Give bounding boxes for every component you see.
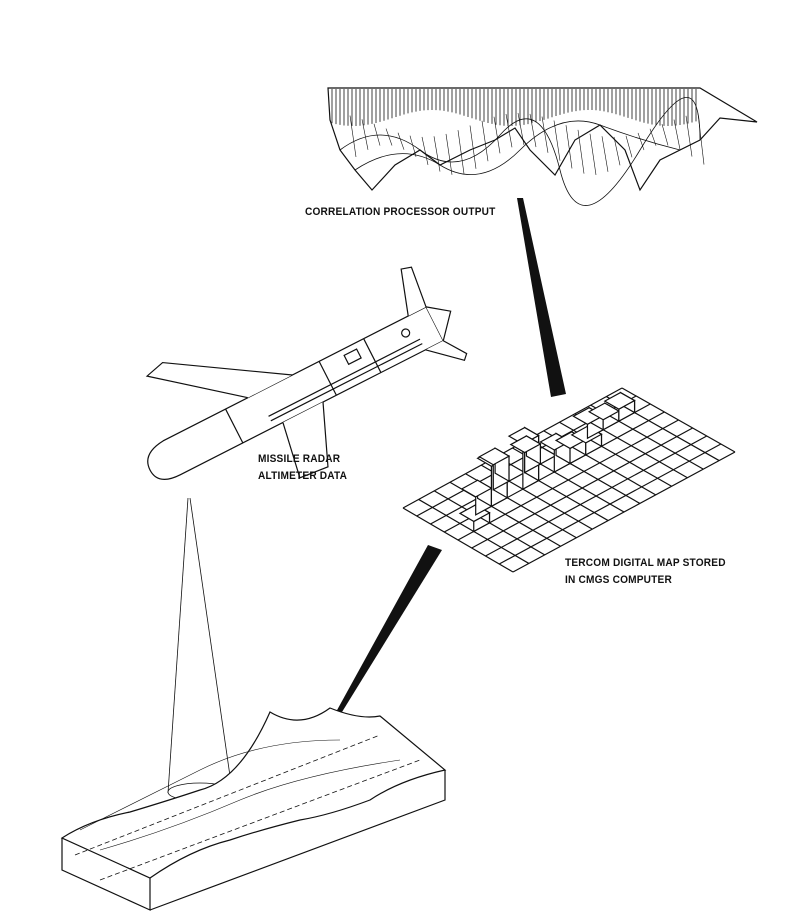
cmgs-computer-label: IN CMGS COMPUTER bbox=[565, 574, 672, 586]
mesh-line bbox=[553, 120, 561, 161]
mesh-line bbox=[613, 136, 621, 166]
mesh-line bbox=[541, 116, 549, 153]
grid-line bbox=[498, 443, 722, 565]
mesh-line bbox=[445, 133, 453, 175]
grid-line bbox=[485, 435, 708, 557]
mesh-line bbox=[649, 128, 657, 146]
radar-beam bbox=[167, 497, 233, 802]
missile-radar-label: MISSILE RADAR bbox=[258, 453, 341, 465]
mesh-line bbox=[673, 119, 681, 150]
grid-line bbox=[402, 387, 623, 509]
mesh-line bbox=[661, 124, 669, 146]
mesh-line bbox=[385, 128, 393, 146]
altimeter-data-label: ALTIMETER DATA bbox=[258, 470, 348, 482]
mesh-line bbox=[469, 125, 477, 169]
mesh-line bbox=[685, 115, 693, 157]
pointer-wedge-upper bbox=[517, 198, 566, 397]
mesh-line bbox=[361, 119, 369, 150]
mesh-line bbox=[529, 113, 537, 148]
mesh-line bbox=[397, 132, 405, 150]
grid-line bbox=[471, 427, 693, 549]
tercom-map-label: TERCOM DIGITAL MAP STORED bbox=[565, 557, 726, 569]
mesh-line bbox=[625, 135, 633, 158]
elevation-bar-top bbox=[603, 391, 636, 410]
correlation-processor-label: CORRELATION PROCESSOR OUTPUT bbox=[305, 206, 496, 218]
terrain-block bbox=[60, 707, 447, 911]
mesh-line bbox=[505, 113, 513, 148]
grid-line bbox=[457, 419, 679, 541]
mesh-line bbox=[697, 113, 705, 165]
mesh-line bbox=[589, 133, 597, 175]
mesh-line bbox=[517, 112, 525, 146]
mesh-line bbox=[493, 116, 501, 154]
elevation-bar-top bbox=[478, 447, 511, 466]
elevation-bar-top bbox=[509, 435, 542, 454]
grid-line bbox=[512, 451, 736, 573]
correlation-surface bbox=[327, 87, 758, 206]
mesh-line bbox=[349, 115, 357, 158]
mesh-line bbox=[373, 123, 381, 146]
mesh-line bbox=[409, 135, 417, 157]
mesh-line bbox=[433, 136, 441, 172]
mesh-line bbox=[481, 120, 489, 162]
missile bbox=[145, 266, 468, 480]
mesh-line bbox=[601, 136, 609, 172]
mesh-line bbox=[577, 129, 585, 174]
pointer-wedge-lower bbox=[336, 545, 442, 712]
mesh-line bbox=[565, 125, 573, 169]
tercom-grid-map bbox=[402, 387, 736, 573]
mesh-line bbox=[637, 132, 645, 151]
mesh-line bbox=[457, 130, 465, 174]
mesh-line bbox=[421, 136, 429, 165]
